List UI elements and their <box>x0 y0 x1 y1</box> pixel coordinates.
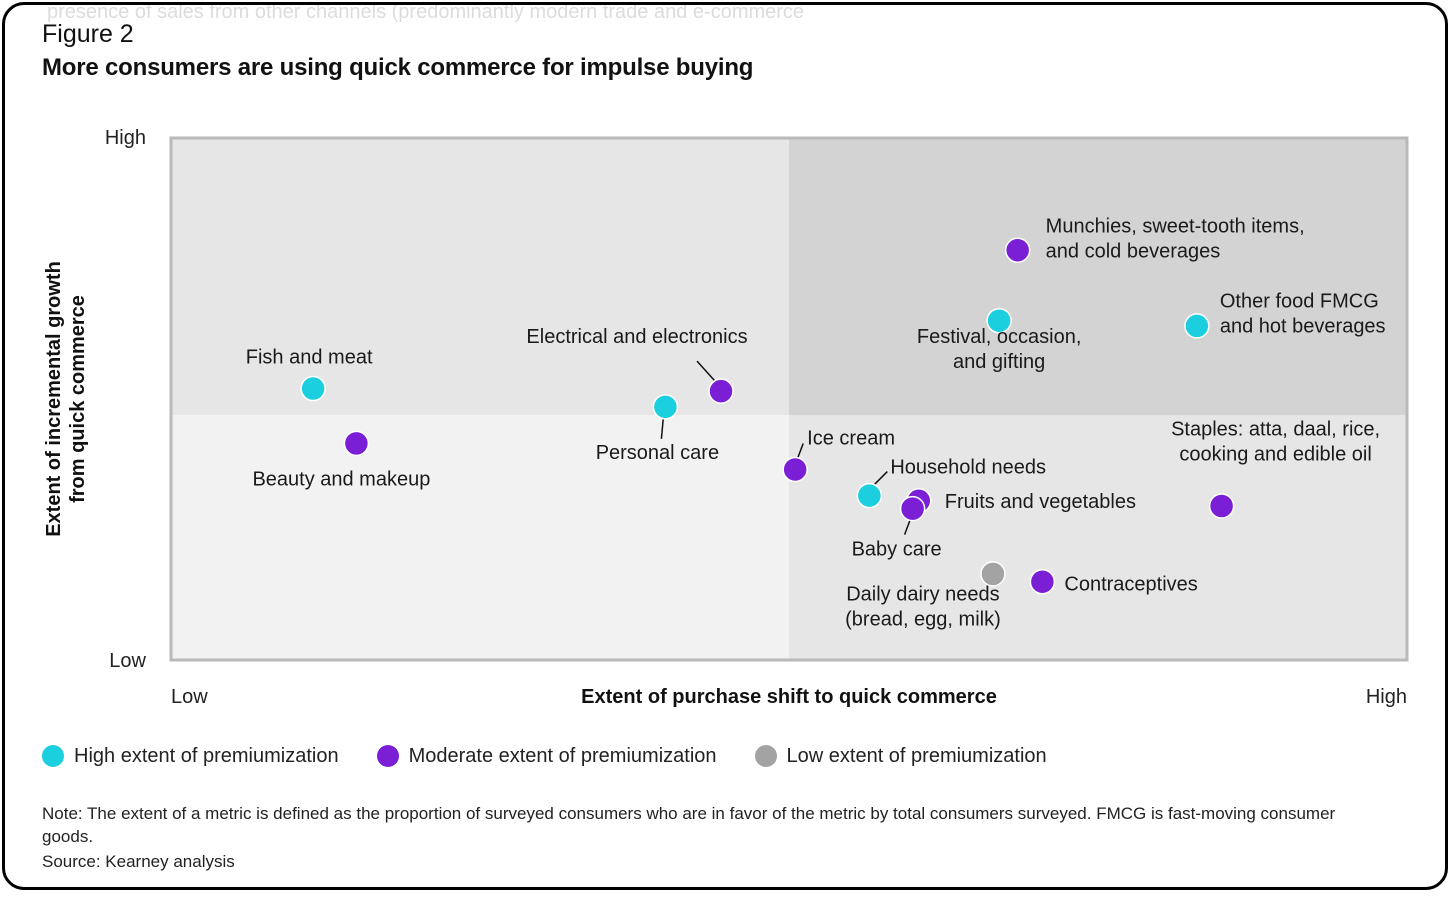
legend-marker-high <box>42 745 64 767</box>
point-label: Staples: atta, daal, rice, cooking and ed… <box>1171 419 1380 466</box>
y-tick-low: Low <box>109 650 146 672</box>
data-point <box>1004 237 1031 263</box>
leader-line <box>660 416 665 439</box>
point-label: Baby care <box>852 539 942 561</box>
point-label: Personal care <box>596 442 719 464</box>
point-label-line: Fish and meat <box>246 347 373 369</box>
y-tick-high: High <box>105 127 146 149</box>
leader-line <box>796 443 804 460</box>
point-label-line: Festival, occasion, <box>917 326 1082 348</box>
y-axis-label-line: Extent of incremental growth <box>43 261 65 537</box>
x-axis-label: Extent of purchase shift to quick commer… <box>581 686 997 708</box>
leader-line <box>696 360 716 382</box>
data-point <box>782 456 808 483</box>
chart-note: Note: The extent of a metric is defined … <box>42 804 1336 846</box>
cropped-text-top: presence of sales from other channels (p… <box>47 2 805 23</box>
figure-label: Figure 2 <box>42 20 134 48</box>
point-label-line: Daily dairy needs <box>846 583 999 605</box>
legend-marker-low <box>754 745 777 767</box>
data-point <box>652 394 679 420</box>
data-point <box>708 378 734 404</box>
point-label: Beauty and makeup <box>252 468 430 490</box>
quadrant-top-right <box>789 138 1407 415</box>
point-label: Electrical and electronics <box>526 326 747 348</box>
data-point <box>1184 313 1210 339</box>
legend-item-moderate: Moderate extent of premiumization <box>376 744 717 768</box>
point-label-line: and hot beverages <box>1220 315 1386 337</box>
quadrant-bottom-right <box>789 415 1407 660</box>
data-point <box>1208 493 1235 519</box>
x-tick-high: High <box>1366 686 1407 708</box>
point-label-line: Household needs <box>890 457 1046 479</box>
data-point <box>856 482 883 509</box>
point-label-line: and gifting <box>953 351 1045 373</box>
point-label-line: Munchies, sweet-tooth items, <box>1046 216 1305 238</box>
y-axis-label-line: from quick commerce <box>67 295 89 503</box>
data-point <box>980 561 1006 587</box>
point-label-line: and cold beverages <box>1046 241 1221 263</box>
point-label-line: Other food FMCG <box>1220 290 1379 312</box>
quadrant-bottom-left <box>171 415 789 660</box>
point-label: Daily dairy needs (bread, egg, milk) <box>845 583 1001 630</box>
legend-label-low: Low extent of premiumization <box>786 744 1047 767</box>
leader-line <box>872 471 888 487</box>
data-points <box>300 237 1235 595</box>
point-label: Fruits and vegetables <box>945 491 1136 513</box>
point-label: Other food FMCG and hot beverages <box>1220 290 1386 337</box>
quadrant-top-left <box>171 138 789 415</box>
quadrants <box>169 136 1409 662</box>
point-label: Ice cream <box>807 427 895 449</box>
point-label-line: Fruits and vegetables <box>945 491 1136 513</box>
chart-title: More consumers are using quick commerce … <box>42 54 754 81</box>
point-label: Contraceptives <box>1064 574 1197 596</box>
legend-item-low: Low extent of premiumization <box>754 744 1047 768</box>
point-label: Festival, occasion, and gifting <box>917 326 1082 373</box>
data-point <box>899 495 926 522</box>
data-point <box>343 430 370 457</box>
leader-lines <box>660 360 912 535</box>
x-tick-low: Low <box>171 686 208 708</box>
point-label-line: (bread, egg, milk) <box>845 608 1001 630</box>
point-label-line: Ice cream <box>807 427 895 449</box>
legend-marker-moderate <box>376 745 399 767</box>
legend-item-high: High extent of premiumization <box>42 745 339 768</box>
point-label: Munchies, sweet-tooth items, and cold bev… <box>1046 216 1305 263</box>
legend-label-moderate: Moderate extent of premiumization <box>408 744 717 767</box>
point-label-line: Personal care <box>596 442 719 464</box>
legend-label-high: High extent of premiumization <box>74 744 339 767</box>
point-label-line: Electrical and electronics <box>526 326 747 348</box>
point-label-line: cooking and edible oil <box>1179 444 1371 466</box>
point-label-line: Staples: atta, daal, rice, <box>1171 419 1380 441</box>
plot-border <box>169 136 1409 662</box>
data-point <box>986 307 1012 334</box>
point-label: Fish and meat <box>246 347 373 369</box>
data-point <box>300 375 326 402</box>
point-label-line: Contraceptives <box>1064 574 1197 596</box>
data-point <box>1029 568 1056 595</box>
leader-line <box>903 518 912 535</box>
legend: High extent of premiumization Moderate e… <box>42 742 1085 770</box>
point-label: Household needs <box>890 457 1046 479</box>
chart-source: Source: Kearney analysis <box>42 852 235 871</box>
point-label-line: Baby care <box>852 539 942 561</box>
point-label-line: Beauty and makeup <box>252 468 430 490</box>
